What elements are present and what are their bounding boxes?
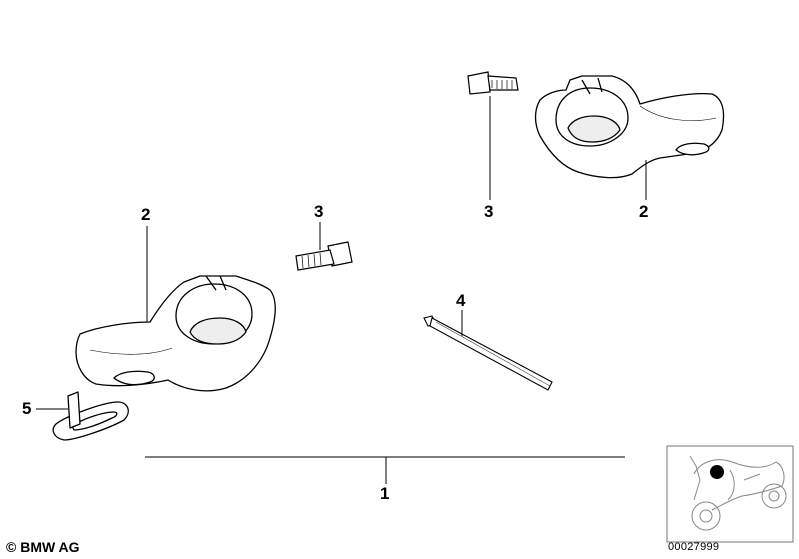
callout-clip: 5 bbox=[22, 399, 32, 418]
screw-left bbox=[295, 241, 353, 271]
cable-tie bbox=[423, 315, 553, 391]
handlebar-bracket-right bbox=[534, 75, 725, 179]
callout-screw-left: 3 bbox=[314, 202, 324, 221]
callout-bracket-right: 2 bbox=[639, 202, 649, 221]
callout-cable-tie: 4 bbox=[456, 291, 466, 310]
callout-bracket-left: 2 bbox=[141, 205, 151, 224]
copyright-text: © BMW AG bbox=[6, 539, 80, 555]
image-number: 00027999 bbox=[668, 541, 720, 553]
leader-lines bbox=[36, 96, 647, 484]
callout-screw-right: 3 bbox=[484, 202, 494, 221]
callout-assembly: 1 bbox=[380, 484, 390, 503]
screw-right bbox=[467, 71, 519, 95]
motorcycle-thumbnail-icon bbox=[666, 445, 794, 543]
handlebar-bracket-left bbox=[75, 275, 276, 392]
clip bbox=[52, 391, 129, 441]
